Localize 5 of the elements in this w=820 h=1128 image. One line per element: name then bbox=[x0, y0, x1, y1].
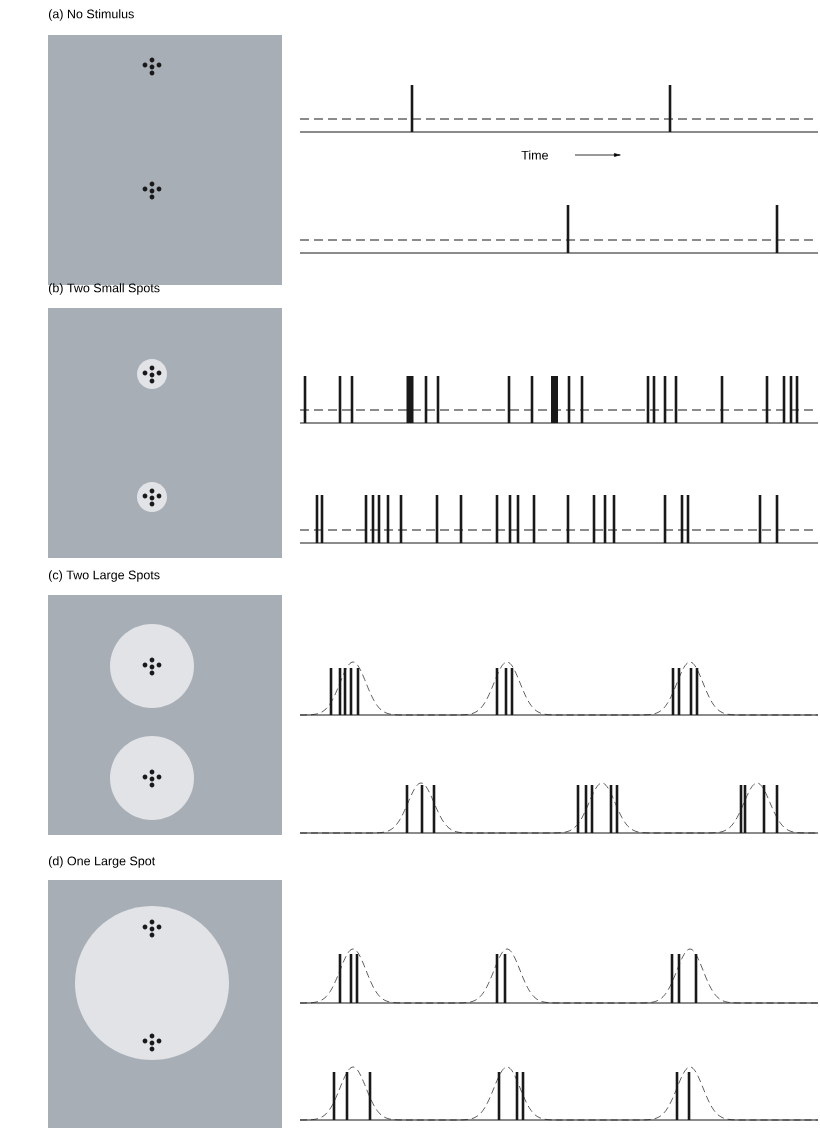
axis-label: Time bbox=[521, 150, 548, 160]
panel-title: (b) Two Small Spots bbox=[48, 283, 160, 295]
panel-title: (d) One Large Spot bbox=[48, 856, 156, 868]
panel-title: (c) Two Large Spots bbox=[48, 570, 160, 582]
panel-title: (a) No Stimulus bbox=[48, 9, 134, 21]
